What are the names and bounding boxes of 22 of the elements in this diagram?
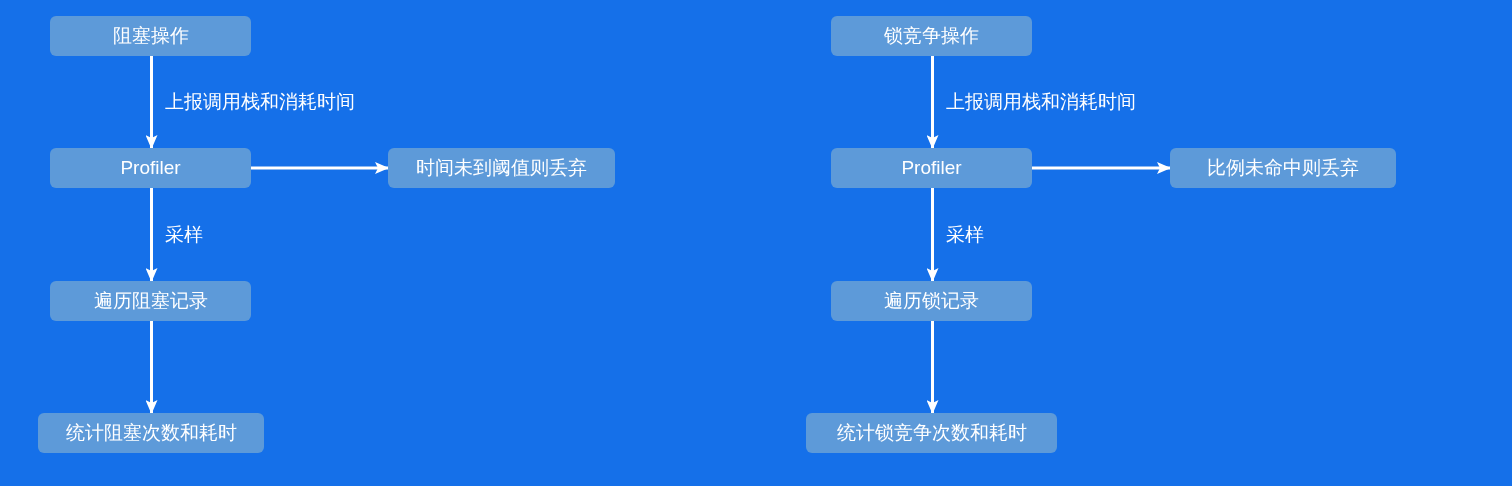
process-box: Profiler xyxy=(831,148,1032,188)
process-box: 遍历阻塞记录 xyxy=(50,281,251,321)
arrow xyxy=(926,188,939,282)
edge-label: 上报调用栈和消耗时间 xyxy=(945,90,1136,114)
process-box: 统计锁竞争次数和耗时 xyxy=(806,413,1057,453)
process-box: Profiler xyxy=(50,148,251,188)
arrow xyxy=(1032,162,1171,174)
arrow xyxy=(145,188,158,282)
edge-label: 采样 xyxy=(164,222,203,247)
arrow xyxy=(926,56,939,149)
process-box: 阻塞操作 xyxy=(50,16,251,56)
arrow xyxy=(251,162,389,174)
arrow xyxy=(145,56,158,149)
process-box: 统计阻塞次数和耗时 xyxy=(38,413,264,453)
process-box: 遍历锁记录 xyxy=(831,281,1032,321)
process-box: 比例未命中则丢弃 xyxy=(1170,148,1396,188)
edge-label: 上报调用栈和消耗时间 xyxy=(164,90,355,114)
arrow xyxy=(145,321,158,414)
arrow xyxy=(926,321,939,414)
process-box: 锁竞争操作 xyxy=(831,16,1032,56)
edge-label: 采样 xyxy=(945,222,984,247)
process-box: 时间未到阈值则丢弃 xyxy=(388,148,615,188)
